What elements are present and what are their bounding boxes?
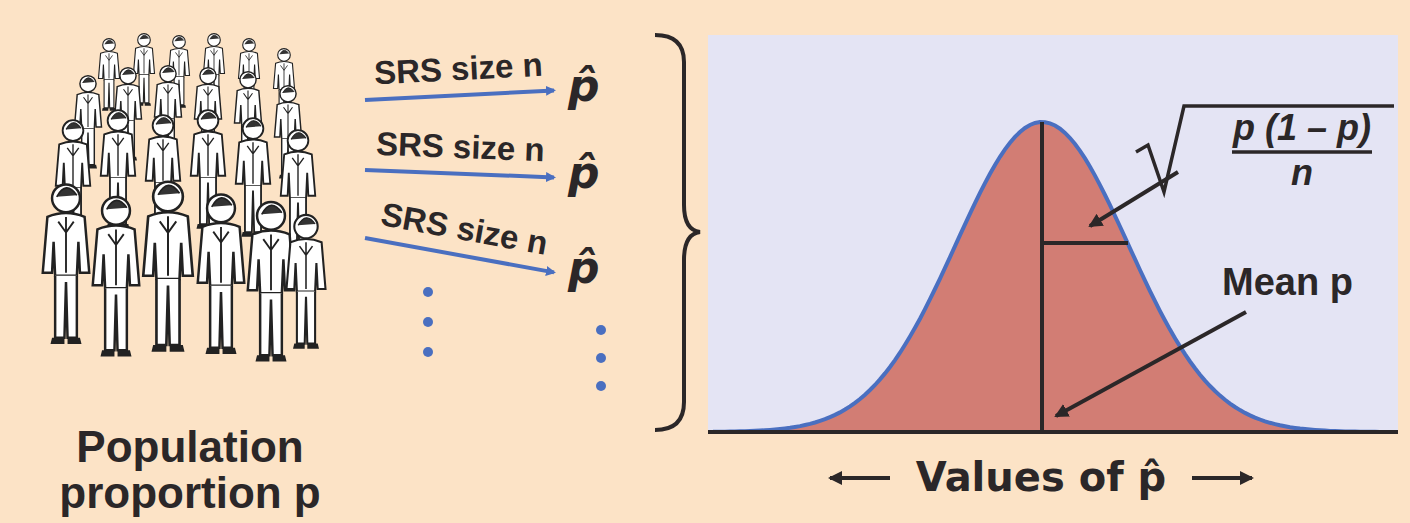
- crowd-illustration: [43, 34, 326, 362]
- axis-arrow: [1192, 476, 1252, 480]
- leader-arrow: [1090, 172, 1178, 226]
- sampling-arrow: [365, 170, 554, 177]
- sample-proportion: p̂: [560, 240, 608, 297]
- curly-brace: [655, 35, 700, 430]
- axis-arrow: [830, 476, 890, 480]
- edge-label: SRS size n: [376, 127, 546, 168]
- p-hat-symbol: p̂: [560, 145, 608, 202]
- sd-line: [1042, 241, 1128, 245]
- axis-label: Values of p̂: [916, 455, 1166, 499]
- plot-panel: [708, 35, 1398, 432]
- population-label: Population proportion p: [15, 424, 365, 516]
- edge-label: SRS size n: [378, 197, 550, 261]
- p-hat-symbol: p̂: [560, 240, 608, 297]
- formula-numerator: p (1 – p): [1233, 108, 1371, 148]
- mean-line: [1040, 122, 1044, 432]
- edge-label: SRS size n: [373, 48, 543, 91]
- normal-curve: [715, 122, 1390, 432]
- sample-proportion: p̂: [560, 58, 608, 115]
- formula-denominator: n: [1291, 153, 1313, 193]
- radical-sign: [1136, 106, 1394, 192]
- sampling-arrow: [365, 90, 554, 100]
- p-hat-symbol: p̂: [560, 58, 608, 115]
- continuation-dots: [423, 287, 606, 391]
- leader-arrow: [1056, 312, 1246, 416]
- axis-line: [708, 430, 1398, 434]
- mean-label: Mean p: [1222, 262, 1353, 304]
- population-box: Population proportion p: [15, 30, 365, 520]
- sample-proportion: p̂: [560, 145, 608, 202]
